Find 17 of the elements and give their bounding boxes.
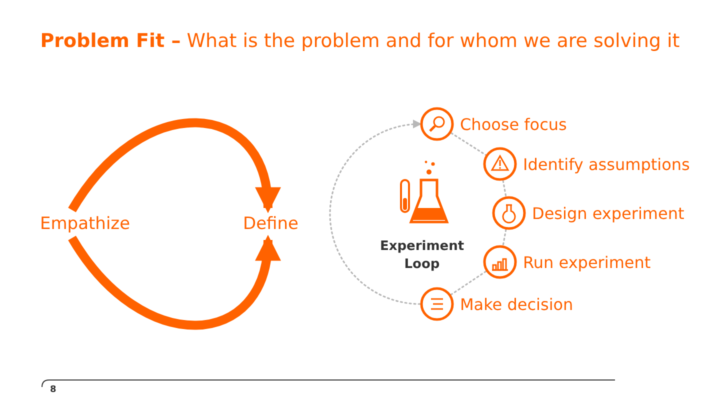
step-label: Run experiment bbox=[523, 252, 651, 272]
step-label: Identify assumptions bbox=[523, 154, 690, 174]
stage-label: Define bbox=[243, 214, 298, 234]
page-number: 8 bbox=[50, 385, 56, 395]
dotted-line bbox=[502, 180, 507, 198]
dotted-line bbox=[450, 132, 486, 156]
dotted-line bbox=[450, 270, 487, 296]
step-label: Make decision bbox=[460, 294, 574, 314]
dotted-arrow bbox=[329, 120, 422, 305]
curved-arrow bbox=[68, 118, 279, 214]
stage-label: Empathize bbox=[40, 214, 130, 234]
step-label: Design experiment bbox=[532, 204, 684, 222]
curved-arrow bbox=[68, 234, 279, 330]
loop-label: Experiment Loop bbox=[378, 238, 466, 274]
step-label: Choose focus bbox=[460, 114, 567, 134]
dotted-line bbox=[502, 228, 507, 246]
slide-title: Problem Fit – What is the problem and for whom we are solving it bbox=[39, 30, 681, 52]
